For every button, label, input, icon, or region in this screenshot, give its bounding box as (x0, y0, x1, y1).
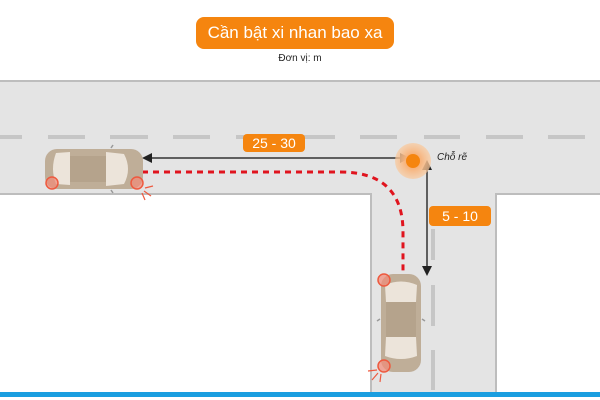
horizontal-distance-badge: 25 - 30 (243, 134, 305, 152)
bottom-frame-bar (0, 392, 600, 397)
turn-point-marker (395, 143, 431, 179)
car-vertical (376, 274, 426, 372)
signal-blink-icon (367, 369, 382, 383)
turn-point-label: Chỗ rẽ (437, 152, 468, 163)
turn-signal-lights-car-vertical (377, 273, 391, 373)
signal-blink-icon (141, 185, 154, 201)
turn-path (142, 170, 405, 272)
unit-label: Đơn vị: m (278, 53, 322, 64)
vertical-distance-badge: 5 - 10 (429, 206, 491, 226)
turn-signal-lights-car-horizontal (45, 176, 144, 190)
car-horizontal (45, 144, 143, 194)
road-edges (0, 80, 600, 395)
road-surface (0, 80, 600, 395)
title-banner: Cần bật xi nhan bao xa (196, 17, 394, 49)
